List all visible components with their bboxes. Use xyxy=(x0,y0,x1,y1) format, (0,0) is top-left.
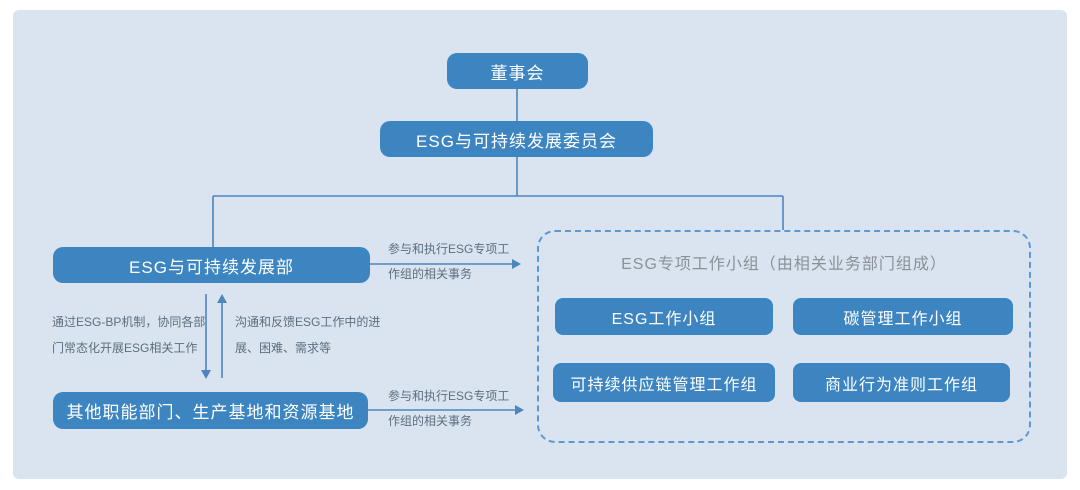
edge-label-feedback: 沟通和反馈ESG工作中的进 展、困难、需求等 xyxy=(235,309,380,361)
taskforce-container: ESG专项工作小组（由相关业务部门组成） xyxy=(537,230,1031,443)
node-business-conduct-group: 商业行为准则工作组 xyxy=(793,363,1010,402)
node-committee-label: ESG与可持续发展委员会 xyxy=(416,131,617,151)
node-carbon-management-group-label: 碳管理工作小组 xyxy=(843,310,963,328)
node-sustainable-supply-chain-group: 可持续供应链管理工作组 xyxy=(553,363,775,402)
taskforce-title: ESG专项工作小组（由相关业务部门组成） xyxy=(621,256,947,273)
node-other-departments: 其他职能部门、生产基地和资源基地 xyxy=(53,392,368,429)
edge-label-bp-mechanism-line2: 门常态化开展ESG相关工作 xyxy=(52,341,198,355)
node-other-departments-label: 其他职能部门、生产基地和资源基地 xyxy=(66,403,355,422)
node-esg-department: ESG与可持续发展部 xyxy=(53,247,370,283)
edge-label-feedback-line2: 展、困难、需求等 xyxy=(235,341,332,355)
node-sustainable-supply-chain-group-label: 可持续供应链管理工作组 xyxy=(570,376,758,394)
edge-label-participate-top-line2: 作组的相关事务 xyxy=(388,267,473,281)
edge-label-participate-bottom-line2: 作组的相关事务 xyxy=(388,414,473,428)
edge-label-feedback-line1: 沟通和反馈ESG工作中的进 xyxy=(235,315,381,329)
edge-label-participate-top-line1: 参与和执行ESG专项工 xyxy=(388,242,510,256)
node-board-of-directors: 董事会 xyxy=(447,53,588,89)
edge-label-participate-bottom-line1: 参与和执行ESG专项工 xyxy=(388,389,510,403)
edge-label-participate-bottom: 参与和执行ESG专项工 作组的相关事务 xyxy=(388,384,509,434)
node-carbon-management-group: 碳管理工作小组 xyxy=(793,298,1013,335)
node-board-label: 董事会 xyxy=(490,63,545,83)
edge-label-bp-mechanism-line1: 通过ESG-BP机制，协同各部 xyxy=(52,315,206,329)
node-esg-working-group: ESG工作小组 xyxy=(555,298,773,335)
edge-label-participate-top: 参与和执行ESG专项工 作组的相关事务 xyxy=(388,237,509,287)
node-esg-working-group-label: ESG工作小组 xyxy=(611,310,717,328)
node-esg-committee: ESG与可持续发展委员会 xyxy=(380,121,653,157)
node-business-conduct-group-label: 商业行为准则工作组 xyxy=(824,376,978,394)
node-esg-department-label: ESG与可持续发展部 xyxy=(129,257,294,277)
edge-label-bp-mechanism: 通过ESG-BP机制，协同各部 门常态化开展ESG相关工作 xyxy=(52,309,205,361)
